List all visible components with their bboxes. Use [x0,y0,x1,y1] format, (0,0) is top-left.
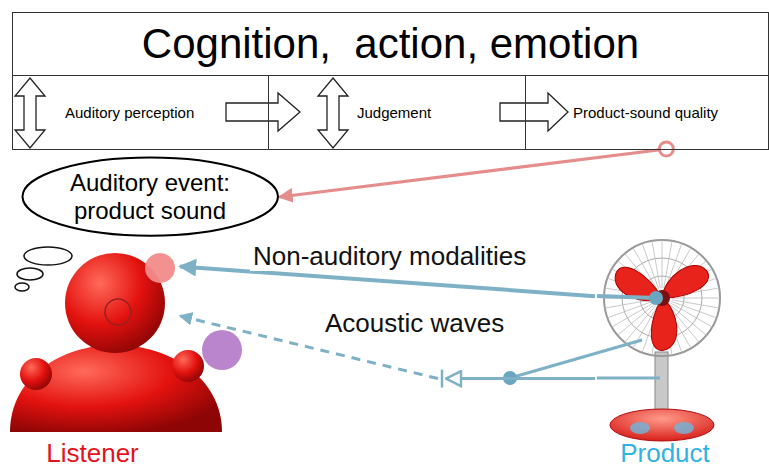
emission-line [597,377,660,380]
connector-line [279,149,666,197]
listener-shoulder [20,358,52,390]
connector-label: Non-auditory modalities [250,241,529,271]
emission-line [510,340,642,378]
fan-base [610,409,714,441]
connector [279,142,673,197]
stage-cell: Product-sound quality [526,75,768,149]
fan-guard-spoke [618,304,655,335]
fan-guard-spoke [612,303,654,327]
sense-dot [145,253,175,283]
node-label: Product-sound quality [571,104,720,121]
listener-shoulder [172,350,204,382]
ellipse-shape [22,158,277,236]
fan-guard-spoke [671,301,716,317]
node-label: Judgement [355,104,433,121]
thought-bubble [17,268,43,280]
emission-dot [649,291,663,305]
fan-neck [655,352,668,412]
figure-label: Product [595,438,735,468]
event-ellipse: Auditory event: product sound [21,156,279,237]
double-arrow [15,78,45,148]
fan-blade [609,262,666,313]
connector-origin [659,142,673,156]
band-heading: Cognition, action, emotion [13,13,768,75]
figure-label: Listener [5,438,180,468]
group-band: Cognition, action, emotionAuditory perce… [12,12,769,150]
connector-segment [446,377,595,380]
listener-body [10,345,222,432]
stage-cell: Auditory perception [13,75,269,149]
fan-guard-spoke [625,306,656,343]
stage-cell: Judgement [269,75,526,149]
connector-label: Acoustic waves [322,308,507,338]
stop-bar [441,370,444,388]
fan-guard-spoke [672,298,720,299]
thought-bubble [24,247,72,265]
fan-base-highlight [630,422,650,434]
listener-ear [105,299,131,325]
node-label: Auditory perception [63,104,196,121]
flow-arrow [226,93,300,131]
node-label: Auditory event: product sound [59,169,241,225]
flow-arrow [500,93,568,131]
product-figure: Product [595,232,735,468]
emission-line [597,296,656,298]
sense-dot [202,330,242,370]
fan-guard-spoke [662,240,663,288]
fan-guard-spoke [652,241,660,288]
listener-figure: Listener [5,240,180,468]
thought-bubble [15,283,29,291]
double-arrow [318,78,348,148]
fan-base-highlight [674,422,694,434]
